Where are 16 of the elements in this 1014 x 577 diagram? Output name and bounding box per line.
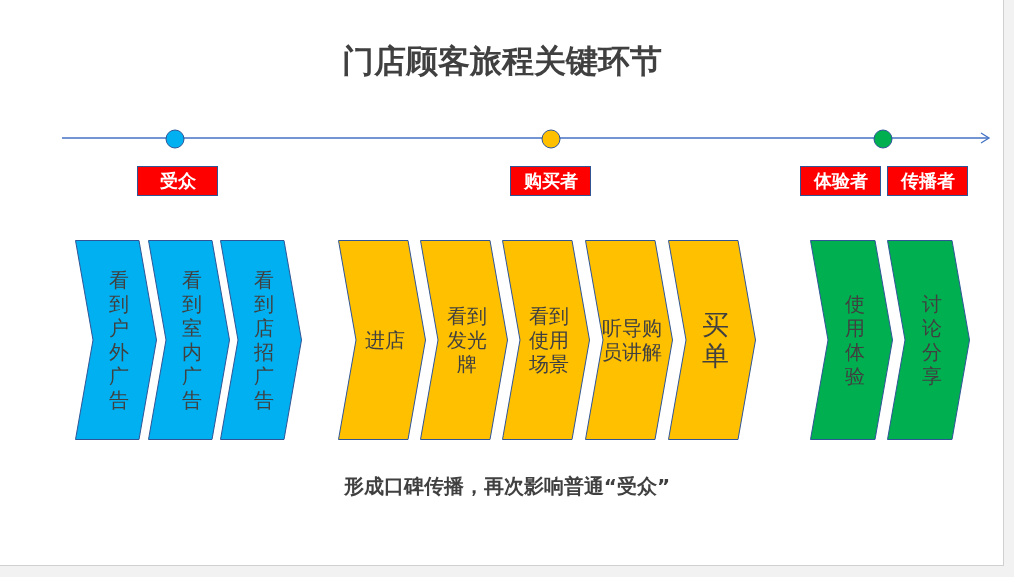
role-tag: 受众 [137, 166, 218, 196]
chevron-step: 使用体验 [810, 240, 893, 440]
title: 门店顾客旅程关键环节 [340, 41, 663, 82]
role-tag: 购买者 [510, 166, 591, 196]
chevron-step: 看到发光牌 [420, 240, 508, 440]
chevron-step: 讨论分享 [887, 240, 970, 440]
chevron-step: 进店 [338, 240, 426, 440]
chevron-step: 看到户外广告 [75, 240, 157, 440]
role-tag: 传播者 [887, 166, 968, 196]
role-tag: 体验者 [800, 166, 881, 196]
chevron-step: 听导购员讲解 [585, 240, 673, 440]
chevron-step: 买单 [668, 240, 756, 440]
chevron-step: 看到店招广告 [220, 240, 302, 440]
chevron-step: 看到室内广告 [148, 240, 230, 440]
chevron-step: 看到使用场景 [502, 240, 590, 440]
caption: 形成口碑传播，再次影响普通“受众” [342, 473, 672, 500]
